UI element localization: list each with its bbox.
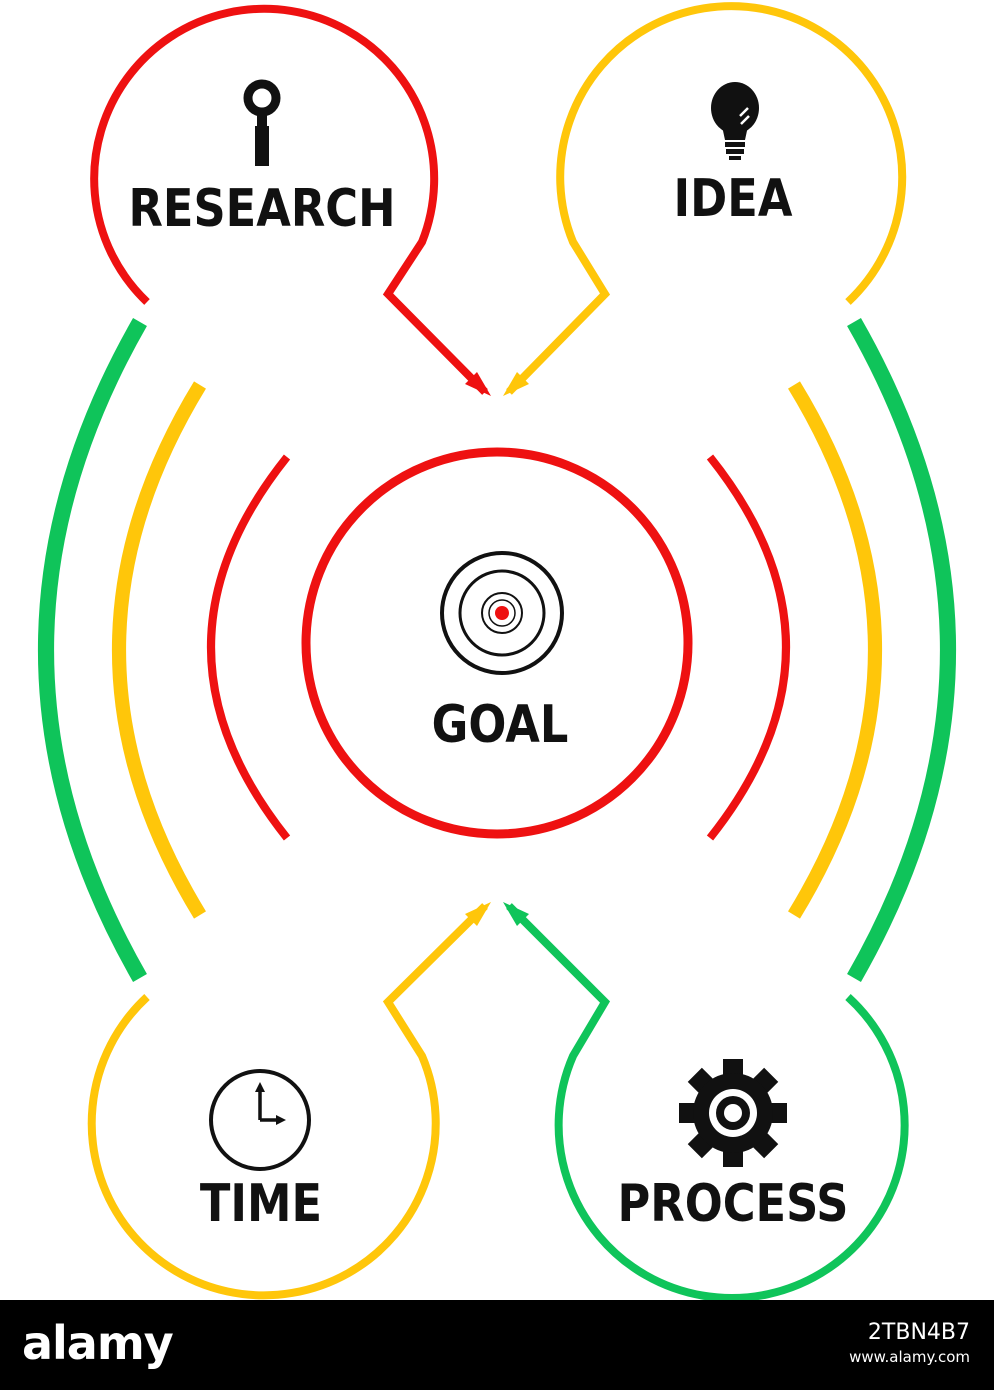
footer-url: www.alamy.com (849, 1347, 970, 1366)
lightbulb-icon (711, 82, 759, 160)
footer-image-id: 2TBN4B7 (867, 1320, 970, 1345)
target-icon (440, 551, 564, 675)
goal-label: GOAL (431, 695, 569, 755)
footer-logo: alamy (22, 1316, 174, 1370)
process-arrowhead (503, 902, 529, 926)
footer-bar: alamy 2TBN4B7 www.alamy.com (0, 1300, 994, 1390)
research-label: RESEARCH (128, 179, 396, 239)
idea-label: IDEA (673, 169, 793, 229)
research-arrowhead (465, 372, 491, 396)
diagram-graphic (38, 2, 956, 1300)
time-arrowhead (465, 902, 491, 926)
process-label: PROCESS (617, 1174, 849, 1234)
footer-image-id-block: 2TBN4B7 www.alamy.com (849, 1319, 970, 1367)
time-bubble (87, 903, 488, 1300)
inner-arc-left (207, 454, 291, 841)
middle-arc-left (112, 381, 206, 919)
idea-bubble (506, 2, 907, 395)
outer-arc-left (38, 318, 147, 982)
outer-arc-right (847, 318, 956, 982)
research-bubble (90, 4, 488, 395)
goal-circle (301, 447, 693, 839)
middle-arc-right (788, 381, 882, 919)
gear-icon (679, 1059, 787, 1167)
diagram-canvas: RESEARCH IDEA GOAL TIME PROCESS (38, 2, 956, 1300)
magnifier-icon (243, 79, 281, 166)
process-bubble (506, 903, 909, 1300)
time-label: TIME (199, 1174, 323, 1234)
idea-arrowhead (503, 372, 529, 396)
inner-arc-right (706, 454, 790, 841)
clock-icon (209, 1069, 311, 1171)
